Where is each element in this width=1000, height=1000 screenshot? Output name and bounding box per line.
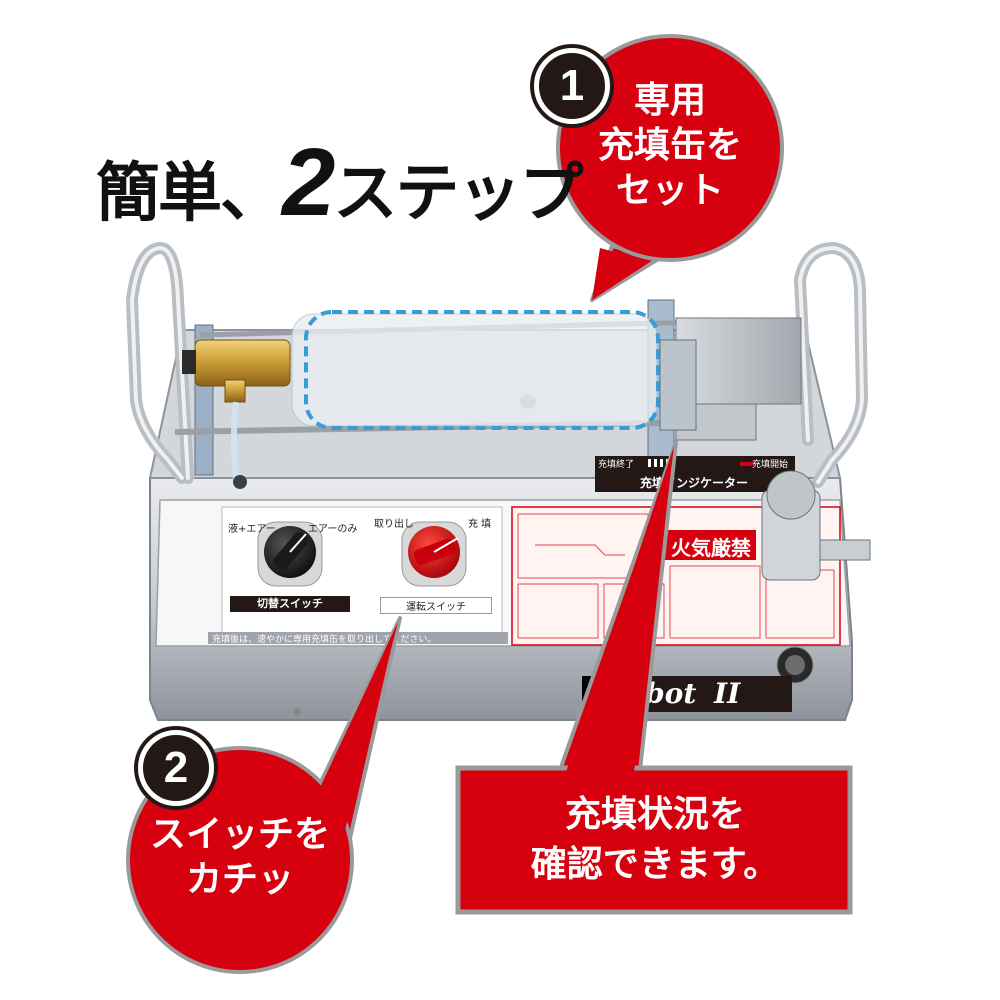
brand-suffix: II	[714, 677, 741, 710]
switch-right-name: 運転スイッチ	[380, 597, 492, 614]
step2-line2: カチッ	[185, 859, 294, 900]
headline: 簡単、2ステップ	[96, 128, 583, 238]
step2-line1: スイッチを	[149, 814, 330, 855]
callout-line2: 確認できます。	[530, 844, 780, 886]
step1-line1: 専用	[633, 80, 706, 121]
step1-text: 専用 充填缶を セット	[585, 78, 755, 213]
switch-right-label-2: 充 填	[468, 519, 492, 530]
switch-left-label-1: 液+エアー	[228, 524, 276, 535]
indicator-start-label: 充填開始	[752, 460, 789, 470]
headline-part2: ステップ	[333, 157, 583, 231]
step1-line3: セット	[615, 170, 724, 211]
fire-warning-label: 火気厳禁	[671, 536, 751, 560]
notice-text: 充填後は、速やかに専用充填缶を取り出してください。	[212, 635, 437, 645]
step2-text: スイッチを カチッ	[140, 812, 340, 902]
step1-line2: 充填缶を	[597, 125, 742, 166]
headline-part1: 簡単、	[96, 157, 284, 231]
switch-left-name: 切替スイッチ	[230, 596, 350, 612]
callout-line1: 充填状況を	[564, 794, 745, 835]
switch-right-label-1: 取り出し	[374, 519, 414, 530]
switch-left-label-2: エアーのみ	[308, 524, 358, 535]
headline-number: 2	[282, 129, 335, 236]
step2-badge: 2	[138, 730, 214, 806]
callout-text: 充填状況を 確認できます。	[460, 790, 850, 891]
indicator-end-label: 充填終了	[598, 460, 635, 470]
step1-badge: 1	[534, 48, 610, 124]
